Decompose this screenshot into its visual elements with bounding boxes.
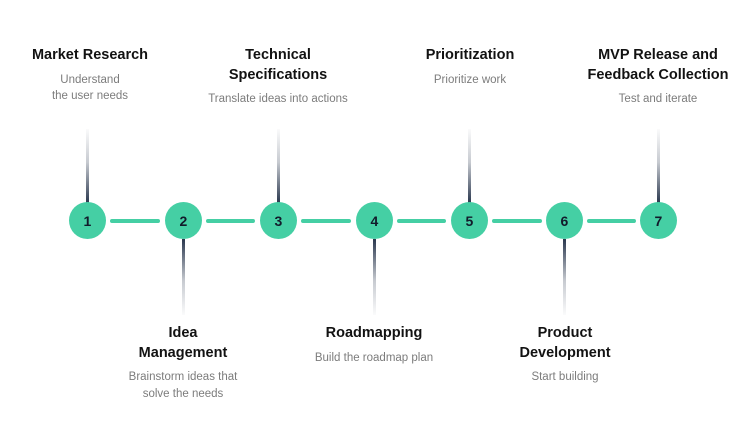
timeline-node-7-number: 7 — [654, 212, 663, 229]
timeline-node-4[interactable]: 4 — [356, 202, 393, 239]
label-step-4-title: Roadmapping — [325, 325, 423, 341]
label-step-1-description: Understand the user needs — [51, 73, 129, 103]
stem-step-7 — [657, 129, 660, 203]
label-step-7-description: Test and iterate — [618, 93, 698, 106]
label-step-1-title: Market Research — [31, 47, 149, 63]
timeline-node-6[interactable]: 6 — [546, 202, 583, 239]
label-step-6-description: Start building — [531, 371, 599, 384]
timeline-node-2-number: 2 — [179, 212, 188, 229]
timeline-node-6-number: 6 — [560, 212, 569, 229]
connector-segment-3-4 — [301, 219, 351, 223]
timeline-node-5[interactable]: 5 — [451, 202, 488, 239]
connector-segment-5-6 — [492, 219, 542, 223]
timeline-node-3-number: 3 — [274, 212, 283, 229]
connector-segment-6-7 — [587, 219, 636, 223]
stem-step-5 — [468, 129, 471, 203]
stem-step-2 — [182, 239, 185, 315]
label-step-3-title: Technical Specifications — [228, 47, 328, 83]
label-step-6-title: Product Development — [519, 325, 611, 361]
label-step-5-description: Prioritize work — [433, 73, 507, 86]
label-step-2: Idea Management Brainstorm ideas that so… — [93, 324, 273, 402]
timeline-node-1[interactable]: 1 — [69, 202, 106, 239]
connector-segment-1-2 — [110, 219, 160, 223]
label-step-4-description: Build the roadmap plan — [314, 351, 434, 364]
timeline-node-2[interactable]: 2 — [165, 202, 202, 239]
label-step-3: Technical Specifications Translate ideas… — [183, 46, 373, 108]
timeline-node-1-number: 1 — [83, 212, 92, 229]
connector-segment-2-3 — [206, 219, 255, 223]
label-step-1: Market Research Understand the user need… — [0, 46, 180, 105]
timeline-node-3[interactable]: 3 — [260, 202, 297, 239]
timeline-node-4-number: 4 — [370, 212, 379, 229]
stem-step-6 — [563, 239, 566, 315]
label-step-7: MVP Release and Feedback Collection Test… — [566, 46, 750, 108]
label-step-2-description: Brainstorm ideas that solve the needs — [128, 371, 238, 400]
label-step-7-title: MVP Release and Feedback Collection — [587, 47, 729, 83]
label-step-3-description: Translate ideas into actions — [208, 93, 348, 106]
label-step-5-title: Prioritization — [425, 47, 515, 63]
label-step-6: Product Development Start building — [475, 324, 655, 386]
connector-segment-4-5 — [397, 219, 446, 223]
label-step-5: Prioritization Prioritize work — [385, 46, 555, 88]
stem-step-4 — [373, 239, 376, 315]
label-step-2-title: Idea Management — [138, 325, 228, 361]
stem-step-1 — [86, 129, 89, 203]
timeline-node-7[interactable]: 7 — [640, 202, 677, 239]
stem-step-3 — [277, 129, 280, 203]
label-step-4: Roadmapping Build the roadmap plan — [284, 324, 464, 366]
timeline-node-5-number: 5 — [465, 212, 474, 229]
